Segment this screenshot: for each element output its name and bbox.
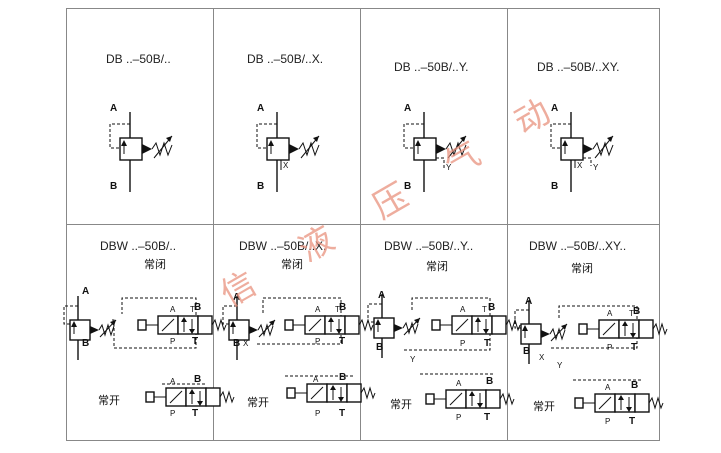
port-a-label: A [313,375,319,384]
port-b-label: B [194,374,201,385]
port-y-label: Y [446,163,452,172]
port-a-label: A [525,296,532,307]
port-t-label: T [190,305,195,314]
port-b-label: B [82,338,89,349]
normally-open-label: 常开 [533,400,555,413]
port-x-label: X [539,353,545,362]
port-t-label: T [335,305,340,314]
port-b-label: B [486,376,493,387]
port-t-label: T [484,338,490,349]
port-p-label: P [170,337,175,346]
port-y-label: Y [593,163,599,172]
cell-db-x: DB ..–50B/..X. A B X [247,52,323,193]
cell-dbw-xy: DBW ..–50B/..XY.. 常闭 A B X Y A T B P T 常… [514,239,668,427]
port-t-label: T [482,305,487,314]
port-p-label: P [315,409,320,418]
port-t-label: T [629,416,635,427]
port-b-label: B [110,181,117,192]
port-t-label: T [631,342,637,353]
port-b-label: B [523,346,530,357]
port-a-label: A [82,286,89,297]
cell-dbw-y: DBW ..–50B/..Y.. 常闭 A B Y A T B P T 常开 A… [367,239,521,423]
normally-open-label: 常开 [98,394,120,407]
normally-open-label: 常开 [390,398,412,411]
port-b-label: B [633,306,640,317]
port-b-label: B [376,342,383,353]
watermark-char: 信 [214,264,263,316]
port-t-label: T [192,336,198,347]
normally-closed-label: 常闭 [571,262,593,275]
port-b-label: B [257,181,264,192]
cell-dbw: DBW ..–50B/.. 常闭 A B A T B P T 常开 A B P … [63,239,235,419]
port-t-label: T [629,309,634,318]
port-p-label: P [460,339,465,348]
port-y-label: Y [557,361,563,370]
port-a-label: A [170,377,176,386]
cell-title: DB ..–50B/..XY. [537,60,620,74]
port-a-label: A [110,103,117,114]
port-t-label: T [339,408,345,419]
watermark-char: 气 [438,134,487,186]
port-a-label: A [460,305,466,314]
cell-dbw-x: DBW ..–50B/..X. 常闭 A B X A T B P T 常开 A … [222,239,376,419]
normally-closed-label: 常闭 [144,258,166,271]
cell-title: DB ..–50B/..Y. [394,60,469,74]
port-a-label: A [456,379,462,388]
port-p-label: P [607,343,612,352]
port-a-label: A [607,309,613,318]
cell-title: DBW ..–50B/.. [100,239,176,253]
port-p-label: P [605,417,610,426]
port-x-label: X [283,161,289,170]
port-p-label: P [456,413,461,422]
normally-closed-label: 常闭 [281,258,303,271]
port-a-label: A [378,290,385,301]
port-b-label: B [339,372,346,383]
port-a-label: A [551,103,558,114]
cell-title: DB ..–50B/.. [106,52,171,66]
port-p-label: P [315,337,320,346]
cell-title: DBW ..–50B/..X. [239,239,326,253]
normally-open-label: 常开 [247,396,269,409]
port-x-label: X [577,161,583,170]
port-a-label: A [404,103,411,114]
watermark-char: 动 [508,92,557,144]
port-b-label: B [488,302,495,313]
cell-title: DBW ..–50B/..Y.. [384,239,473,253]
port-a-label: A [233,292,240,303]
normally-closed-label: 常闭 [426,260,448,273]
port-b-label: B [194,302,201,313]
port-a-label: A [315,305,321,314]
port-t-label: T [484,412,490,423]
watermark: 信 液 压 气 动 [214,92,557,316]
port-t-label: T [192,408,198,419]
port-b-label: B [404,181,411,192]
port-y-label: Y [410,355,416,364]
port-t-label: T [339,336,345,347]
port-a-label: A [170,305,176,314]
port-b-label: B [551,181,558,192]
port-b-label: B [233,338,240,349]
port-p-label: P [170,409,175,418]
port-x-label: X [243,339,249,348]
cell-title: DBW ..–50B/..XY.. [529,239,626,253]
cell-title: DB ..–50B/..X. [247,52,323,66]
cell-db-xy: DB ..–50B/..XY. A B X Y [537,60,620,193]
port-b-label: B [631,380,638,391]
cell-db: DB ..–50B/.. A B [106,52,173,193]
port-a-label: A [257,103,264,114]
cell-db-y: DB ..–50B/..Y. A B Y [394,60,469,193]
port-b-label: B [339,302,346,313]
port-a-label: A [605,383,611,392]
table-grid [66,8,660,441]
